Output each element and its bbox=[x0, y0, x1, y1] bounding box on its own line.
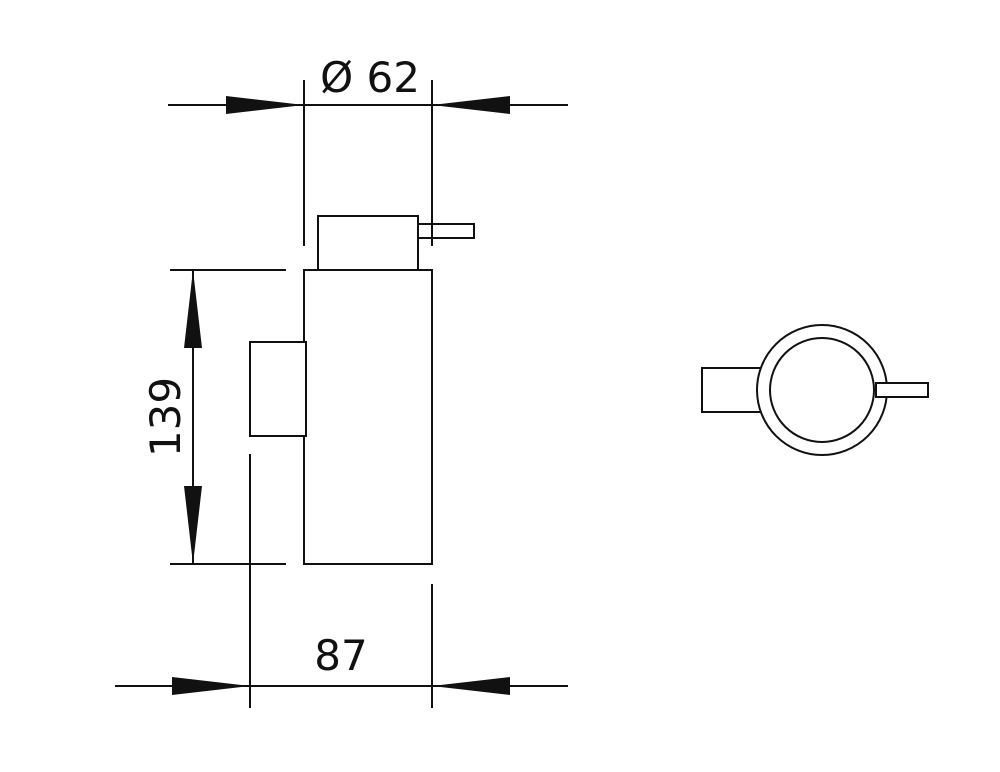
width-label: 87 bbox=[314, 631, 367, 680]
arrow-right bbox=[172, 677, 250, 695]
top-view-bracket bbox=[701, 367, 763, 413]
arrow-left bbox=[432, 677, 510, 695]
top-view-outer-circle bbox=[756, 324, 888, 456]
front-view bbox=[249, 215, 475, 565]
top-view bbox=[701, 324, 929, 456]
arrow-right bbox=[226, 96, 304, 114]
width-dimension: 87 bbox=[115, 454, 568, 708]
diameter-dimension: Ø 62 bbox=[168, 53, 568, 246]
arrow-left bbox=[432, 96, 510, 114]
arrow-down bbox=[184, 486, 202, 564]
pump-spout bbox=[417, 223, 475, 239]
dispenser-body bbox=[303, 269, 433, 565]
top-view-inner-circle bbox=[769, 337, 875, 443]
height-dimension: 139 bbox=[141, 269, 286, 565]
pump-head bbox=[317, 215, 419, 271]
top-view-spout bbox=[875, 382, 929, 398]
wall-bracket bbox=[249, 341, 307, 437]
diameter-label: Ø 62 bbox=[320, 53, 420, 102]
arrow-up bbox=[184, 270, 202, 348]
height-label: 139 bbox=[141, 377, 190, 457]
